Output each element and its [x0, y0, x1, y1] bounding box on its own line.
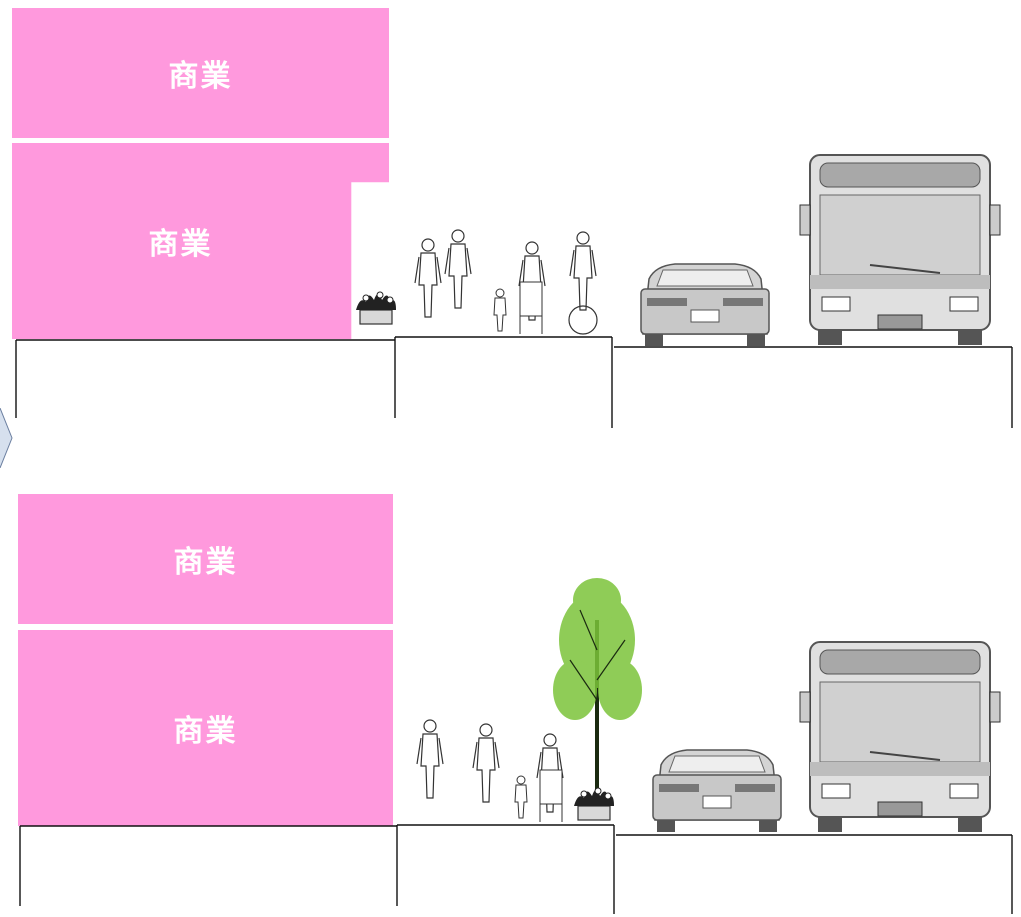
stroller-icon [539, 769, 563, 822]
building-label: 商業 [168, 59, 233, 94]
building-label: 商業 [148, 227, 213, 262]
planter-icon [573, 787, 615, 821]
cyclist-icon [568, 231, 598, 335]
commercial-building-lower-top: 商業 [12, 143, 389, 339]
pedestrian-icon [414, 238, 442, 318]
car-icon [652, 749, 782, 833]
pedestrian-icon [416, 719, 444, 799]
ground-lines-top [15, 336, 1013, 428]
planter-icon [355, 291, 397, 325]
bus-icon [799, 641, 1001, 833]
stroller-icon [519, 281, 543, 334]
pedestrian-icon [514, 775, 528, 819]
arrow-icon [0, 408, 13, 468]
commercial-building-lower-bottom: 商業 [18, 630, 393, 826]
commercial-building-upper-bottom: 商業 [18, 494, 393, 624]
building-label: 商業 [173, 545, 238, 580]
pedestrian-icon [493, 288, 507, 332]
bus-icon [799, 154, 1001, 346]
ground-lines-bottom [19, 824, 1013, 914]
building-label: 商業 [173, 714, 238, 749]
pedestrian-icon [472, 723, 500, 803]
pedestrian-icon [444, 229, 472, 309]
commercial-building-upper-top: 商業 [12, 8, 389, 138]
car-icon [640, 263, 770, 347]
tree-icon [553, 578, 642, 810]
